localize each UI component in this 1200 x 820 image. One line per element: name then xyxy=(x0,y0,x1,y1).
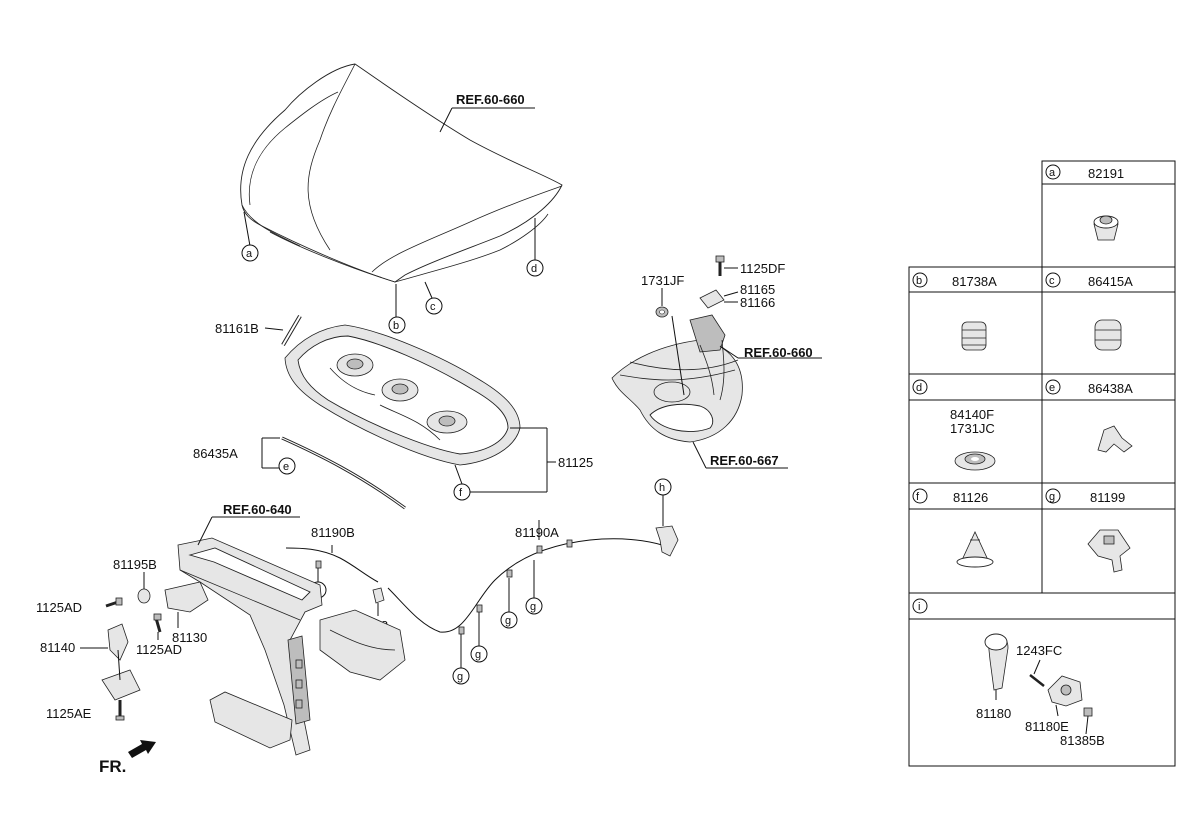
front-direction-arrow xyxy=(128,740,156,758)
legend-part-81385B: 81385B xyxy=(1060,733,1105,748)
svg-text:c: c xyxy=(430,301,436,313)
label-81161B: 81161B xyxy=(215,321,259,336)
svg-text:d: d xyxy=(531,263,537,275)
svg-text:a: a xyxy=(246,248,253,260)
front-label: FR. xyxy=(99,757,126,776)
label-81125: 81125 xyxy=(558,455,593,470)
callout-f: f xyxy=(453,483,471,501)
callout-d: d xyxy=(526,259,544,277)
svg-text:e: e xyxy=(283,461,289,473)
legend-cell-d: d 84140F 1731JC xyxy=(912,379,996,471)
front-end-carrier xyxy=(177,516,406,756)
svg-text:i: i xyxy=(918,601,920,613)
svg-text:g: g xyxy=(505,615,511,627)
legend-cell-g: g 81199 xyxy=(1045,488,1131,573)
label-81165: 81165 xyxy=(740,282,775,297)
legend-part-82191: 82191 xyxy=(1088,166,1124,181)
legend-part-81180: 81180 xyxy=(976,706,1011,721)
svg-text:f: f xyxy=(916,491,920,503)
label-1125AE: 1125AE xyxy=(46,706,92,721)
svg-text:a: a xyxy=(1049,167,1056,179)
legend-part-81180E: 81180E xyxy=(1025,719,1069,734)
legend-part-86415A: 86415A xyxy=(1088,274,1133,289)
label-81130: 81130 xyxy=(172,630,207,645)
hood-insulator xyxy=(284,324,521,466)
legend-cell-f: f 81126 xyxy=(912,488,994,568)
callout-g-4: g xyxy=(470,645,488,663)
svg-text:g: g xyxy=(457,671,463,683)
svg-text:b: b xyxy=(393,320,399,332)
hood-latch-assembly xyxy=(611,255,822,469)
label-81195B: 81195B xyxy=(113,557,157,572)
callout-g-5: g xyxy=(452,667,470,685)
svg-text:g: g xyxy=(1049,491,1055,503)
legend-cell-i: i xyxy=(912,598,1093,735)
label-1731JF: 1731JF xyxy=(641,273,684,288)
label-81190A: 81190A xyxy=(515,525,559,540)
callout-h: h xyxy=(654,478,672,496)
svg-text:e: e xyxy=(1049,382,1055,394)
legend-grid xyxy=(908,160,1176,767)
callout-e: e xyxy=(278,457,296,475)
legend-part-81199: 81199 xyxy=(1090,490,1125,505)
svg-text:g: g xyxy=(475,649,481,661)
label-1125DF: 1125DF xyxy=(740,261,785,276)
hood-panel xyxy=(240,63,563,318)
svg-text:b: b xyxy=(916,275,922,287)
callout-c: c xyxy=(425,297,443,315)
svg-text:f: f xyxy=(459,487,463,499)
label-81190B: 81190B xyxy=(311,525,355,540)
svg-text:c: c xyxy=(1049,275,1055,287)
label-81166: 81166 xyxy=(740,295,775,310)
svg-text:h: h xyxy=(659,482,665,494)
insulator-leader xyxy=(454,427,556,493)
legend-part-81738A: 81738A xyxy=(952,274,997,289)
svg-text:g: g xyxy=(530,601,536,613)
clip-64158 xyxy=(372,587,385,616)
legend-part-81126: 81126 xyxy=(953,490,988,505)
hood-ref-label: REF.60-660 xyxy=(456,92,525,107)
latch-ref-label: REF.60-660 xyxy=(744,345,813,360)
hood-stay-rod xyxy=(264,314,302,347)
latch-lower-parts xyxy=(80,572,209,721)
callout-b: b xyxy=(388,316,406,334)
legend-cell-c: c 86415A xyxy=(1045,272,1133,351)
label-1125AD-2: 1125AD xyxy=(136,642,182,657)
carrier-ref-label: REF.60-640 xyxy=(223,502,292,517)
legend-part-1243FC: 1243FC xyxy=(1016,643,1062,658)
legend-part-84140F: 84140F xyxy=(950,407,994,422)
label-86435A: 86435A xyxy=(193,446,238,461)
svg-text:d: d xyxy=(916,382,922,394)
legend-cell-a: a 82191 xyxy=(1045,164,1124,241)
legend-cell-b: b 81738A xyxy=(912,272,997,351)
callout-g-2: g xyxy=(525,597,543,615)
callout-g-3: g xyxy=(500,611,518,629)
label-1125AD-1: 1125AD xyxy=(36,600,82,615)
legend-cell-e: e 86438A xyxy=(1045,379,1133,453)
label-81140: 81140 xyxy=(40,640,75,655)
weatherstrip xyxy=(261,436,406,510)
latch-lower-ref-label: REF.60-667 xyxy=(710,453,779,468)
legend-part-1731JC: 1731JC xyxy=(950,421,995,436)
callout-a: a xyxy=(241,244,259,262)
release-cable xyxy=(285,495,679,668)
legend-part-86438A: 86438A xyxy=(1088,381,1133,396)
